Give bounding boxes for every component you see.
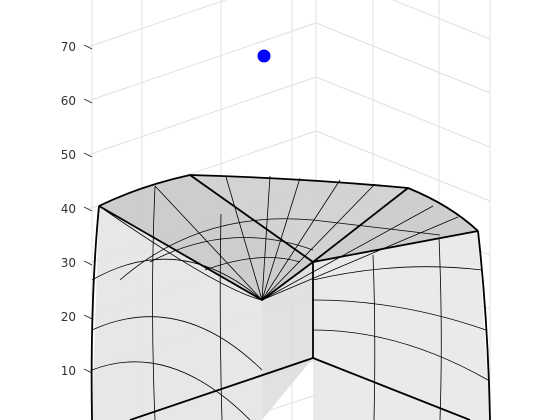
z-tick-label: 30 <box>61 256 76 270</box>
z-tick-label: 70 <box>61 40 76 54</box>
z-axis: 10 20 30 40 50 60 70 <box>61 40 93 378</box>
surface-top-middle <box>190 175 408 262</box>
z-tick-mark <box>83 152 93 158</box>
surface-top-right <box>313 188 478 262</box>
surface-left-wall <box>92 206 262 420</box>
z-grid-line <box>87 0 227 48</box>
surface-top-left <box>99 175 313 300</box>
surface-mesh-walls <box>91 185 489 420</box>
z-tick-label: 40 <box>61 202 76 216</box>
z-tick-label: 60 <box>61 94 76 108</box>
surface-right-wall <box>313 231 490 420</box>
surface <box>90 174 491 420</box>
z-tick-label: 50 <box>61 148 76 162</box>
z-grid-line <box>87 76 317 156</box>
z-grid-line <box>315 76 491 148</box>
z-tick-mark <box>83 44 93 50</box>
surface-outline <box>90 174 491 420</box>
z-tick-mark <box>83 98 93 104</box>
scatter-point <box>257 49 271 63</box>
scatter-points <box>257 49 271 63</box>
z-tick-label: 20 <box>61 310 76 324</box>
z-tick-mark <box>83 206 93 212</box>
z-grid-line <box>87 22 317 102</box>
z-tick-mark <box>83 260 93 266</box>
z-tick-label: 10 <box>61 364 76 378</box>
z-grid-line <box>391 0 491 40</box>
z-tick-mark <box>83 368 93 374</box>
surface-inner-wall <box>262 262 313 420</box>
z-grid-line <box>315 22 491 94</box>
z-grid-line <box>315 130 491 202</box>
z-tick-mark <box>83 314 93 320</box>
surface-mesh-top <box>98 175 459 301</box>
